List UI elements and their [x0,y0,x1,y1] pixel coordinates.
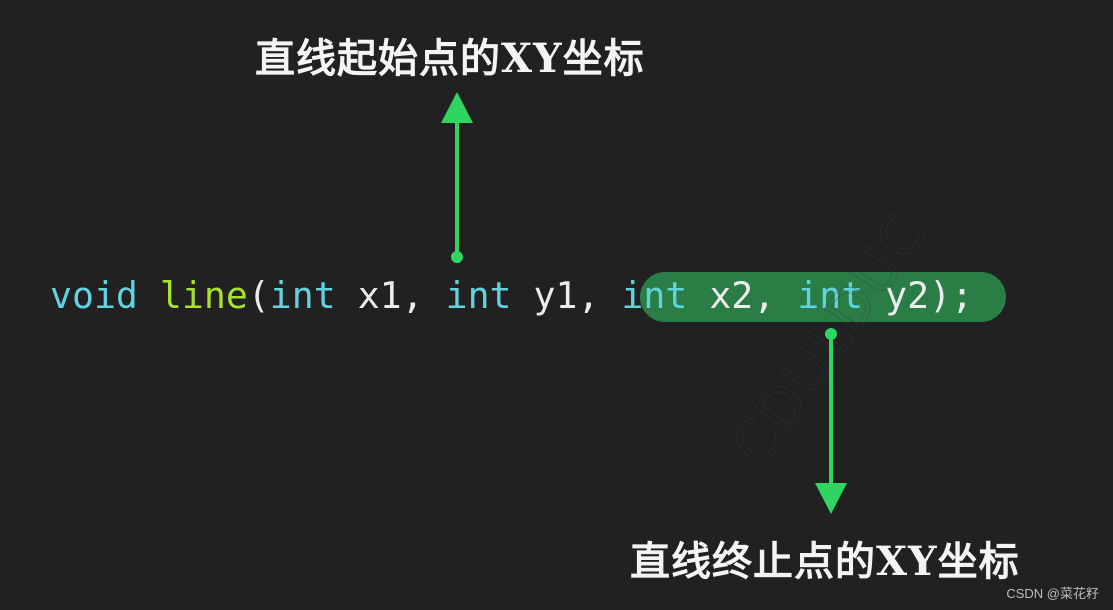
code-paren-close: ) [929,274,952,317]
code-type-int: int [445,274,512,317]
code-paren-open: ( [247,274,270,317]
down-arrow-icon [815,328,847,514]
code-type-int: int [621,274,688,317]
code-semicolon: ; [951,274,974,317]
code-keyword-void: void [50,274,138,317]
start-point-label: 直线起始点的XY坐标 [255,35,645,82]
code-param-y1: y1, [511,274,622,317]
highlight-pill [640,272,1006,322]
code-function-name: line [159,274,248,317]
code-type-int: int [269,274,336,317]
code-param-x1: x1, [335,274,446,317]
code-param-y2: y2 [863,274,930,317]
code-line: void line(int x1, int y1, int x2, int y2… [50,273,973,319]
credit-watermark: CSDN @菜花籽 [1006,586,1099,601]
end-point-label: 直线终止点的XY坐标 [630,538,1020,585]
code-param-x2: x2, [687,274,798,317]
up-arrow-icon [441,92,473,263]
code-type-int: int [797,274,864,317]
